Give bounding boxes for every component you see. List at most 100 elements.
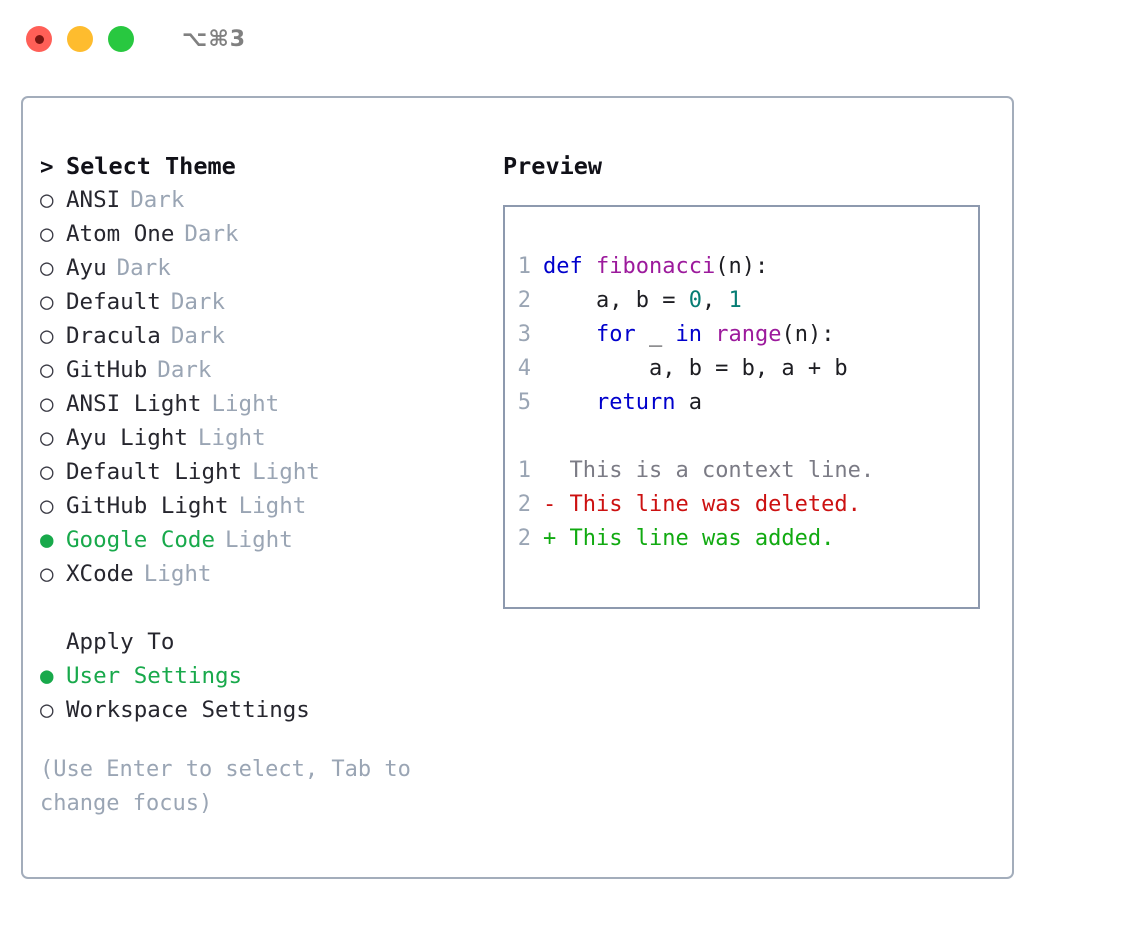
radio-unselected-icon: ○ [40, 289, 54, 315]
theme-name: ANSI [66, 187, 121, 213]
code-line-content: a, b = b, a + b [543, 352, 848, 386]
diff-marker [543, 454, 556, 488]
code-token-fn: fibonacci [596, 254, 716, 279]
theme-category: Light [143, 561, 212, 587]
diff-marker: - [543, 492, 557, 517]
code-token-plain [543, 322, 596, 347]
radio-unselected-icon: ○ [40, 187, 54, 213]
apply-to-option[interactable]: ● User Settings [40, 659, 490, 693]
theme-name: GitHub [66, 357, 148, 383]
radio-unselected-icon: ○ [40, 425, 54, 451]
radio-unselected-icon: ○ [40, 255, 54, 281]
minimize-button-icon[interactable] [67, 26, 93, 52]
theme-name: Atom One [66, 221, 175, 247]
window-title-shortcut: ⌥⌘3 [182, 26, 247, 52]
theme-list-item[interactable]: ○ ANSI Dark [40, 183, 490, 217]
diff-sample: 1 This is a context line.2- This line wa… [505, 454, 978, 556]
diff-line-number: 2 [517, 492, 531, 517]
code-token-kw: def [543, 254, 583, 279]
code-diff-gap [505, 420, 978, 454]
theme-category: Dark [116, 255, 171, 281]
keyboard-hint: (Use Enter to select, Tab to change focu… [40, 757, 425, 816]
code-line-content: return a [543, 386, 702, 420]
theme-name: Dracula [66, 323, 161, 349]
theme-category: Dark [184, 221, 239, 247]
code-line-content: a, b = 0, 1 [543, 284, 742, 318]
radio-unselected-icon: ○ [40, 697, 54, 723]
theme-name: Default Light [66, 459, 243, 485]
apply-to-option[interactable]: ○Workspace Settings [40, 693, 490, 727]
close-dot-icon [34, 34, 44, 44]
diff-line: 2 + This line was added. [505, 522, 978, 556]
theme-name: Google Code [66, 527, 216, 553]
diff-line-text: This line was added. [556, 526, 835, 551]
theme-name: ANSI Light [66, 391, 202, 417]
code-token-plain: _ [635, 322, 676, 347]
theme-category: Dark [130, 187, 185, 213]
code-line-content: def fibonacci(n): [543, 250, 768, 284]
code-token-plain [543, 390, 596, 415]
code-token-kw: return [595, 390, 676, 415]
radio-unselected-icon: ○ [40, 459, 54, 485]
code-token-plain: a, b = b, a + b [543, 356, 848, 381]
diff-marker: + [543, 526, 557, 551]
theme-category: Dark [170, 323, 226, 349]
line-number: 2 [517, 288, 531, 313]
maximize-button-icon[interactable] [108, 26, 134, 52]
radio-unselected-icon: ○ [40, 561, 54, 587]
theme-category: Light [211, 391, 280, 417]
code-line: 3 for _ in range(n): [505, 318, 978, 352]
code-token-plain: a [675, 390, 702, 415]
apply-to-heading: ○ Apply To [40, 625, 490, 659]
theme-list-item[interactable]: ○ ANSI Light Light [40, 387, 490, 421]
code-token-plain: , [701, 288, 729, 313]
diff-line-number: 1 [517, 458, 531, 483]
theme-name: Ayu Light [66, 425, 188, 451]
diff-line-text: This is a context line. [556, 458, 875, 483]
theme-category: Light [238, 493, 307, 519]
line-number: 5 [517, 390, 531, 415]
line-number: 3 [517, 322, 531, 347]
theme-list-item[interactable]: ○ Default Light Light [40, 455, 490, 489]
radio-unselected-icon: ○ [40, 357, 54, 383]
diff-line-number: 2 [517, 526, 531, 551]
title-bar: ⌥⌘3 [0, 0, 1140, 78]
radio-selected-icon: ● [40, 527, 54, 553]
code-line: 2 a, b = 0, 1 [505, 284, 978, 318]
diff-line: 1 This is a context line. [505, 454, 978, 488]
theme-category: Light [252, 459, 320, 485]
apply-to-option-label: User Settings [66, 663, 243, 689]
code-token-plain: a, b = [543, 288, 689, 313]
theme-category: Dark [157, 357, 212, 383]
line-number: 4 [517, 356, 531, 381]
theme-category: Light [197, 425, 266, 451]
theme-list-item[interactable]: ○ Ayu Dark [40, 251, 490, 285]
select-theme-heading: > Select Theme [40, 149, 490, 183]
code-token-kw: for [595, 322, 636, 347]
select-theme-label: Select Theme [66, 152, 236, 180]
window-controls [26, 26, 134, 52]
radio-unselected-icon: ○ [40, 391, 54, 417]
theme-list-item[interactable]: ○ Ayu Light Light [40, 421, 490, 455]
radio-selected-icon: ● [40, 663, 54, 689]
code-line: 4 a, b = b, a + b [505, 352, 978, 386]
close-button-icon[interactable] [26, 26, 52, 52]
apply-to-label: Apply To [66, 629, 175, 655]
code-token-plain [583, 254, 596, 279]
theme-list-item[interactable]: ○ GitHub Dark [40, 353, 490, 387]
theme-name: Ayu [66, 255, 107, 281]
diff-line: 2- This line was deleted. [505, 488, 978, 522]
